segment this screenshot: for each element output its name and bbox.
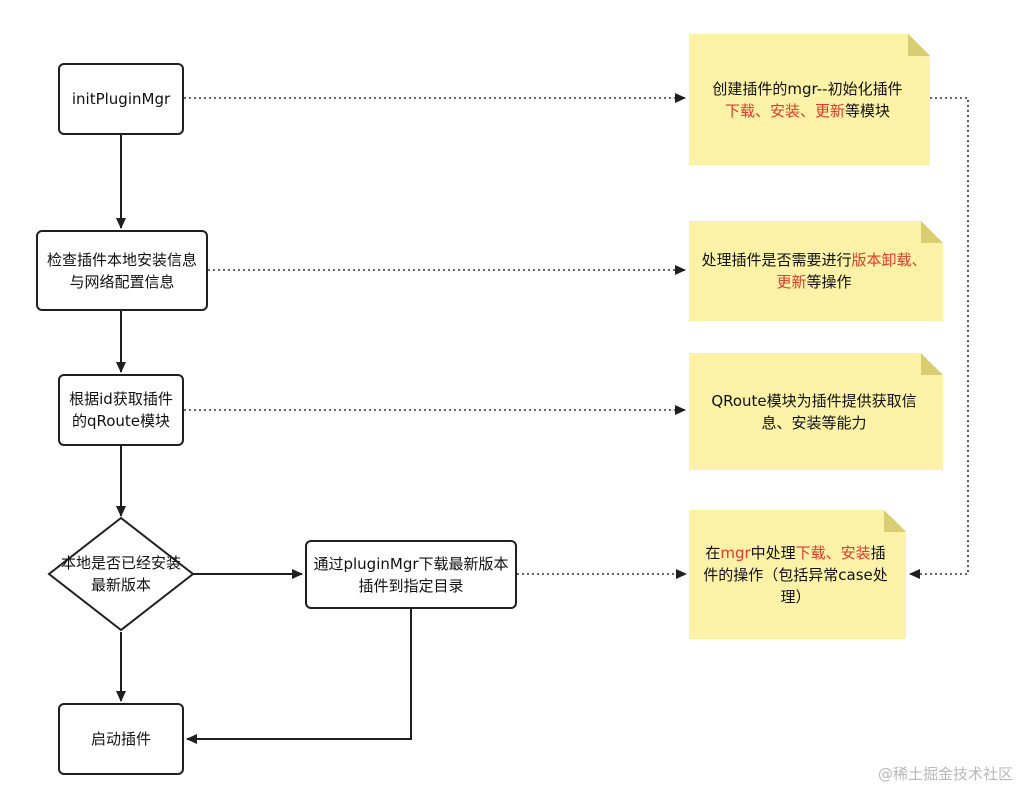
note1-highlight: 下载、安装、更新 bbox=[724, 101, 845, 120]
node-start-label: 启动插件 bbox=[90, 730, 151, 748]
decision-label-box: 本地是否已经安装最新版本 bbox=[58, 550, 184, 598]
note-qroute-module: QRoute模块为插件提供获取信息、安装等能力 bbox=[689, 353, 943, 470]
note-fold-corner bbox=[921, 353, 943, 375]
note-fold-corner bbox=[921, 221, 943, 243]
node-qroute-label: 根据id获取插件的qRoute模块 bbox=[69, 390, 173, 430]
note4-highlight-actions: 下载、安装 bbox=[795, 543, 871, 562]
note-version-handling: 处理插件是否需要进行版本卸载、更新等操作 bbox=[689, 221, 943, 321]
node-init-plugin-mgr: initPluginMgr bbox=[58, 63, 184, 135]
decision-label: 本地是否已经安装最新版本 bbox=[60, 554, 181, 594]
note-fold-corner bbox=[884, 510, 906, 532]
note2-tail: 等操作 bbox=[806, 273, 852, 291]
note-mgr-download-install: 在mgr中处理下载、安装插件的操作（包括异常case处理） bbox=[689, 510, 906, 639]
note4-mid: 中处理 bbox=[750, 543, 796, 562]
node-download-label: 通过pluginMgr下载最新版本插件到指定目录 bbox=[313, 554, 509, 595]
watermark: @稀土掘金技术社区 bbox=[877, 765, 1013, 783]
note2-pre: 处理插件是否需要进行 bbox=[701, 251, 852, 269]
node-check-label: 检查插件本地安装信息与网络配置信息 bbox=[46, 250, 197, 291]
arrow-download-to-start bbox=[186, 609, 412, 744]
node-download-latest: 通过pluginMgr下载最新版本插件到指定目录 bbox=[305, 540, 517, 609]
node-get-qroute: 根据id获取插件的qRoute模块 bbox=[58, 374, 184, 446]
note1-text: 创建插件的mgr--初始化插件 下载、安装、更新等模块 bbox=[712, 78, 902, 122]
node-init-label: initPluginMgr bbox=[71, 90, 171, 108]
note2-highlight: 版本卸载、更新 bbox=[776, 251, 927, 291]
note2-text: 处理插件是否需要进行版本卸载、更新等操作 bbox=[699, 249, 929, 293]
note1-line1: 创建插件的mgr--初始化插件 bbox=[712, 79, 903, 98]
note4-highlight-mgr: mgr bbox=[720, 543, 751, 562]
dotted-note1-to-note4 bbox=[909, 97, 969, 579]
note4-pre: 在 bbox=[705, 543, 721, 562]
note3-text: QRoute模块为插件提供获取信息、安装等能力 bbox=[711, 391, 917, 432]
note-create-mgr: 创建插件的mgr--初始化插件 下载、安装、更新等模块 bbox=[689, 34, 930, 165]
node-check-install-info: 检查插件本地安装信息与网络配置信息 bbox=[36, 230, 208, 311]
node-start-plugin: 启动插件 bbox=[58, 703, 184, 775]
decision-diamond bbox=[47, 516, 195, 632]
note4-tail: 插件的操作（包括异常case处理） bbox=[703, 543, 888, 606]
note1-tail: 等模块 bbox=[844, 101, 890, 120]
note-fold-corner bbox=[908, 34, 930, 56]
note4-text: 在mgr中处理下载、安装插件的操作（包括异常case处理） bbox=[699, 542, 892, 608]
